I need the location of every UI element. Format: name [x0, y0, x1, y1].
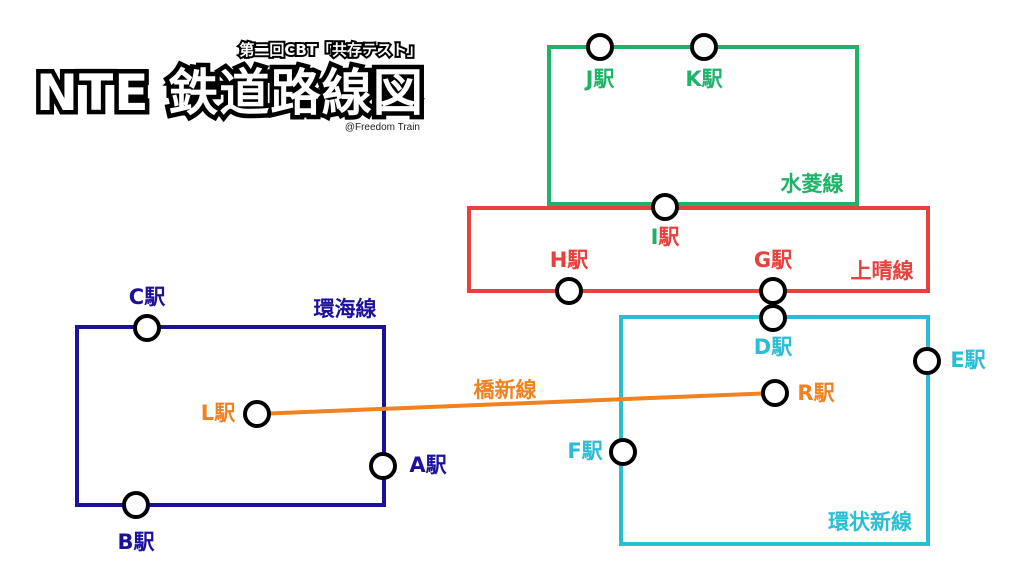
station-letter: R	[797, 381, 813, 405]
station-letter: F	[567, 439, 581, 463]
line-label-joset: 上晴線	[851, 259, 914, 283]
station-letter: G	[754, 248, 771, 272]
station-f-marker[interactable]	[609, 438, 637, 466]
line-label-kanjo: 環状新線	[828, 510, 912, 534]
lines-layer	[75, 45, 930, 546]
line-kankai	[75, 325, 386, 507]
station-r-marker[interactable]	[761, 379, 789, 407]
station-k-marker[interactable]	[690, 33, 718, 61]
title-block: 第二回CBT「共存テスト」 NTE 鉄道路線図 @Freedom Train	[32, 39, 428, 133]
line-label-kankai: 環海線	[314, 297, 377, 321]
station-letter: A	[409, 453, 426, 477]
station-suffix: 駅	[771, 335, 793, 359]
station-letter: J	[584, 67, 594, 91]
station-c-marker[interactable]	[133, 314, 161, 342]
station-suffix: 駅	[567, 248, 589, 272]
station-suffix: 駅	[144, 285, 166, 309]
station-a-label: A駅	[409, 453, 447, 477]
station-d-marker[interactable]	[759, 304, 787, 332]
station-suffix: 駅	[426, 453, 448, 477]
station-letter: B	[117, 530, 133, 554]
station-letter: D	[754, 335, 771, 359]
station-suffix: 駅	[702, 67, 724, 91]
station-b-marker[interactable]	[122, 491, 150, 519]
station-e-label: E駅	[950, 348, 986, 372]
station-suffix: 駅	[134, 530, 156, 554]
station-letter: E	[950, 348, 964, 372]
title-subtitle: 第二回CBT「共存テスト」	[239, 41, 422, 59]
station-letter: C	[129, 285, 144, 309]
station-a-marker[interactable]	[369, 452, 397, 480]
station-h-label: H駅	[550, 248, 590, 272]
station-i-label: I駅	[651, 225, 681, 249]
station-j-label: J駅	[584, 67, 616, 91]
station-h-marker[interactable]	[555, 277, 583, 305]
station-suffix: 駅	[582, 439, 604, 463]
line-joset	[467, 206, 930, 293]
station-letter: K	[685, 67, 702, 91]
station-j-marker[interactable]	[586, 33, 614, 61]
line-kyoshin	[256, 391, 776, 416]
station-letter: L	[201, 401, 214, 425]
station-f-label: F駅	[567, 439, 603, 463]
stations-layer	[122, 33, 941, 519]
station-suffix: 駅	[658, 225, 680, 249]
station-g-marker[interactable]	[759, 277, 787, 305]
station-letter: I	[651, 225, 659, 249]
station-c-label: C駅	[129, 285, 166, 309]
station-e-marker[interactable]	[913, 347, 941, 375]
station-suffix: 駅	[965, 348, 987, 372]
line-label-suiryo: 水菱線	[781, 172, 844, 196]
station-letter: H	[550, 248, 568, 272]
station-l-label: L駅	[201, 401, 236, 425]
station-i-marker[interactable]	[651, 193, 679, 221]
station-k-label: K駅	[685, 67, 723, 91]
title-main: NTE 鉄道路線図	[36, 64, 424, 122]
station-suffix: 駅	[593, 67, 615, 91]
station-suffix: 駅	[214, 401, 236, 425]
station-l-marker[interactable]	[243, 400, 271, 428]
station-r-label: R駅	[797, 381, 835, 405]
station-suffix: 駅	[771, 248, 793, 272]
station-b-label: B駅	[117, 530, 155, 554]
line-label-kyoshin: 橋新線	[474, 378, 537, 402]
station-d-label: D駅	[754, 335, 793, 359]
station-g-label: G駅	[754, 248, 793, 272]
station-suffix: 駅	[814, 381, 836, 405]
title-credit: @Freedom Train	[345, 122, 420, 133]
